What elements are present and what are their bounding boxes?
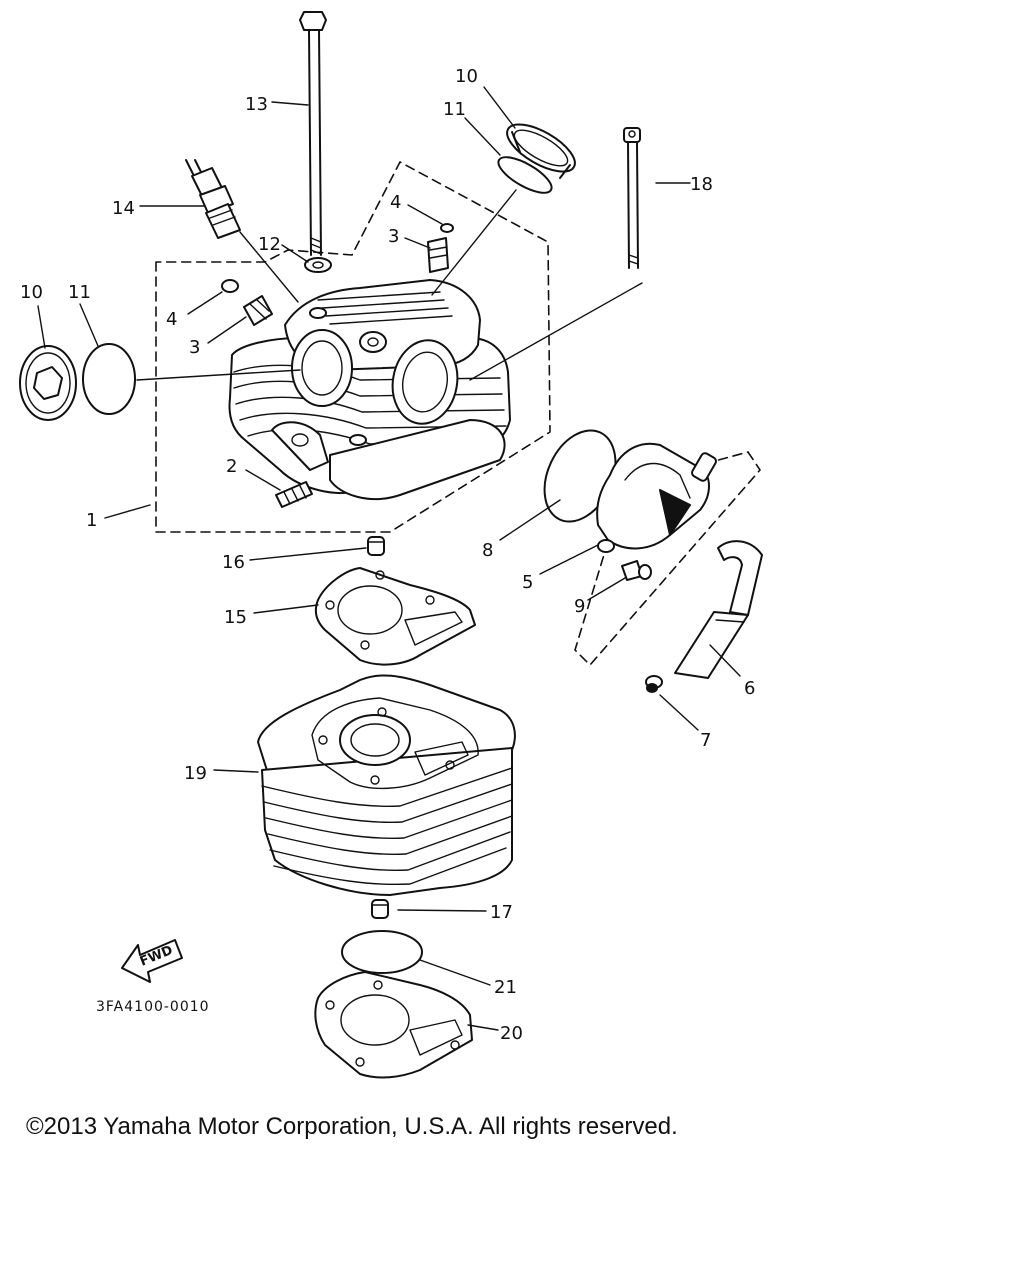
plug-cap-10-top bbox=[506, 123, 576, 179]
callout-3-left: 3 bbox=[189, 337, 200, 358]
callout-10-left: 10 bbox=[20, 282, 43, 303]
diagram-code: 3FA4100-0010 bbox=[96, 999, 210, 1015]
spark-plug-14 bbox=[185, 159, 241, 239]
cylinder-head-1 bbox=[228, 279, 511, 501]
callout-12: 12 bbox=[258, 234, 281, 255]
callout-3-right: 3 bbox=[388, 226, 399, 247]
stud-bolt-13 bbox=[299, 11, 327, 256]
callout-15: 15 bbox=[224, 607, 247, 628]
callout-21: 21 bbox=[494, 977, 517, 998]
bolt-18 bbox=[623, 127, 641, 269]
dowel-pin-16 bbox=[367, 536, 385, 556]
breather-assembly-group-outline bbox=[574, 451, 761, 666]
cylinder-head-assembly-group-outline bbox=[155, 161, 551, 533]
washer-12 bbox=[304, 257, 332, 273]
valve-adjuster-3-right bbox=[427, 237, 449, 273]
dowel-pin-17 bbox=[371, 899, 389, 919]
callout-8: 8 bbox=[482, 540, 493, 561]
callout-10-top: 10 bbox=[455, 66, 478, 87]
leader-lines bbox=[37, 86, 741, 1031]
callout-9: 9 bbox=[574, 596, 585, 617]
breather-hose-6 bbox=[674, 540, 763, 679]
callout-13: 13 bbox=[245, 94, 268, 115]
ring-4-left bbox=[221, 279, 239, 293]
callout-16: 16 bbox=[222, 552, 245, 573]
callout-20: 20 bbox=[500, 1023, 523, 1044]
forward-direction-arrow-icon: FWD bbox=[121, 939, 183, 983]
callout-labels: 13 14 12 4 3 10 11 10 11 4 3 18 1 2 16 1… bbox=[20, 66, 755, 1044]
callout-6: 6 bbox=[744, 678, 755, 699]
valve-adjuster-3-left bbox=[243, 295, 273, 326]
callout-4-left: 4 bbox=[166, 309, 177, 330]
callout-5: 5 bbox=[522, 572, 533, 593]
stud-2 bbox=[275, 481, 313, 508]
plug-cap-10-left bbox=[19, 345, 77, 421]
callout-2: 2 bbox=[226, 456, 237, 477]
breather-cover-5 bbox=[596, 442, 717, 553]
callout-4-right: 4 bbox=[390, 192, 401, 213]
bolt-9 bbox=[621, 560, 652, 581]
o-ring-21 bbox=[341, 930, 423, 974]
callout-18: 18 bbox=[690, 174, 713, 195]
head-gasket-15 bbox=[314, 567, 476, 666]
hose-clamp-7 bbox=[645, 675, 663, 693]
callout-7: 7 bbox=[700, 730, 711, 751]
o-ring-11-top bbox=[497, 156, 553, 194]
callout-11-top: 11 bbox=[443, 99, 466, 120]
callout-11-left: 11 bbox=[68, 282, 91, 303]
callout-1: 1 bbox=[86, 510, 97, 531]
callout-17: 17 bbox=[490, 902, 513, 923]
base-gasket-20 bbox=[314, 971, 473, 1079]
o-ring-11-left bbox=[82, 343, 136, 415]
copyright-notice: ©2013 Yamaha Motor Corporation, U.S.A. A… bbox=[26, 1113, 678, 1140]
callout-14: 14 bbox=[112, 198, 135, 219]
callout-19: 19 bbox=[184, 763, 207, 784]
exploded-parts-diagram: FWD 13 14 12 4 bbox=[19, 11, 763, 1079]
ring-4-right bbox=[440, 223, 454, 233]
cylinder-19 bbox=[257, 674, 516, 896]
